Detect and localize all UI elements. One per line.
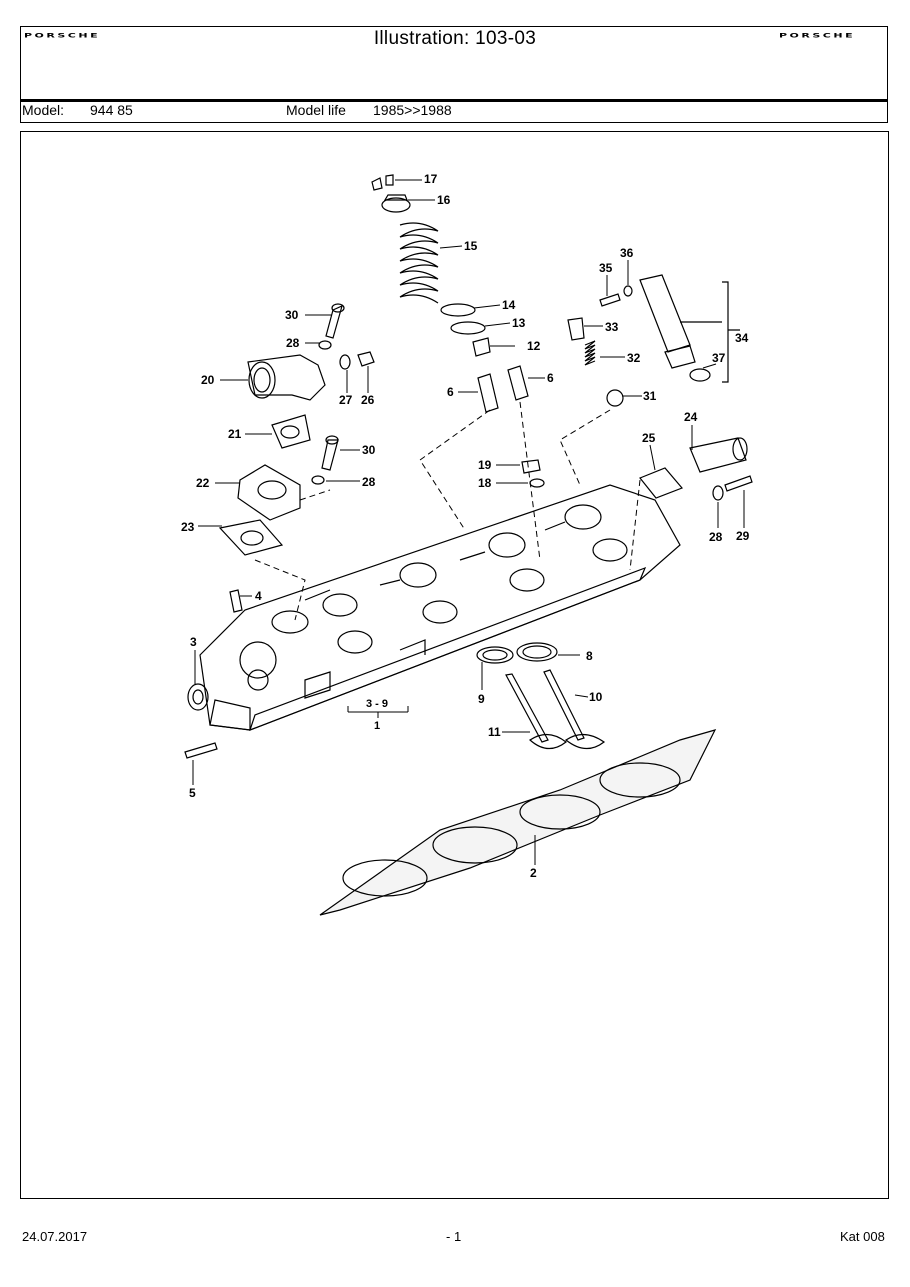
callout-28-mid: 28 — [362, 475, 376, 489]
model-value: 944 85 — [90, 102, 133, 118]
callout-27: 27 — [339, 393, 353, 407]
callout-32: 32 — [627, 351, 641, 365]
callout-10: 10 — [589, 690, 603, 704]
callout-13: 13 — [512, 316, 526, 330]
callout-28-top: 28 — [286, 336, 300, 350]
nut-19 — [521, 459, 541, 474]
callout-36: 36 — [620, 246, 634, 260]
model-label: Model: — [22, 102, 65, 118]
callout-11: 11 — [488, 725, 501, 739]
footer-date: 24.07.2017 — [22, 1229, 88, 1244]
gasket-23 — [218, 519, 284, 556]
callout-20: 20 — [201, 373, 215, 387]
callout-19: 19 — [478, 458, 492, 472]
bolt-29 — [724, 475, 753, 492]
callout-9: 9 — [478, 692, 485, 706]
callout-2: 2 — [530, 866, 537, 880]
callout-33: 33 — [605, 320, 619, 334]
callout-5: 5 — [189, 786, 196, 800]
bracket-25 — [639, 467, 684, 499]
callout-3: 3 — [190, 635, 197, 649]
pin-4 — [229, 589, 243, 613]
callout-21: 21 — [228, 427, 242, 441]
callout-6-left: 6 — [447, 385, 454, 399]
callout-22: 22 — [196, 476, 210, 490]
spring-cap-16 — [381, 197, 411, 213]
washer-36 — [623, 285, 633, 297]
page-title: Illustration: 103-03 — [373, 28, 537, 49]
callout-34: 34 — [735, 331, 749, 345]
washer-18 — [529, 478, 545, 488]
callout-17: 17 — [424, 172, 438, 186]
callout-24: 24 — [684, 410, 698, 424]
flange-22 — [237, 464, 301, 521]
seal-37 — [689, 368, 711, 382]
washer-28-right — [712, 485, 724, 501]
gasket-21 — [271, 414, 311, 449]
callout-6-right: 6 — [547, 371, 554, 385]
head-gasket-2 — [319, 729, 717, 916]
tensioner-34 — [639, 274, 691, 353]
callout-37: 37 — [712, 351, 726, 365]
header-rule — [20, 99, 888, 102]
footer-page-number: - 1 — [446, 1229, 462, 1244]
callout-15: 15 — [464, 239, 478, 253]
bolt-35 — [599, 293, 621, 307]
callout-29: 29 — [736, 529, 750, 543]
ball-31 — [606, 389, 624, 407]
keepers-17 — [371, 174, 394, 191]
callout-23: 23 — [181, 520, 195, 534]
stud-5 — [184, 742, 218, 759]
valve-seat-8 — [516, 642, 558, 662]
footer-catalog: Kat 008 — [840, 1229, 885, 1244]
pulley-24 — [689, 437, 747, 473]
bolt-33 — [567, 317, 585, 341]
seat-14 — [440, 303, 476, 317]
model-life-label: Model life — [286, 102, 346, 118]
seal-27 — [339, 354, 351, 370]
callout-14: 14 — [502, 298, 516, 312]
callout-30-top: 30 — [285, 308, 299, 322]
valve-11 — [505, 673, 549, 743]
callout-31: 31 — [643, 389, 657, 403]
model-row — [20, 101, 888, 123]
model-life-value: 1985>>1988 — [373, 102, 452, 118]
valve-10 — [543, 669, 585, 741]
seal-13 — [450, 321, 486, 335]
springs-15 — [399, 222, 439, 304]
callout-3-9: 3 - 9 — [366, 698, 388, 710]
callout-8: 8 — [586, 649, 593, 663]
brand-logo-left: PORSCHE — [24, 32, 101, 40]
valve-guide-6a — [477, 373, 499, 413]
bolt-30 — [325, 304, 343, 339]
brand-logo-right: PORSCHE — [779, 32, 856, 40]
cylinder-head-body — [199, 484, 681, 731]
seal-3 — [187, 683, 209, 711]
spring-32 — [584, 340, 596, 366]
callout-25: 25 — [642, 431, 656, 445]
valve-seat-9 — [476, 646, 514, 664]
diagram-frame — [20, 131, 889, 1199]
callout-1: 1 — [374, 720, 380, 732]
callout-16: 16 — [437, 193, 451, 207]
callout-35: 35 — [599, 261, 613, 275]
callout-12: 12 — [527, 339, 541, 353]
plug-26 — [357, 351, 375, 367]
callout-18: 18 — [478, 476, 492, 490]
callout-4: 4 — [255, 589, 262, 603]
washer-28 — [318, 340, 332, 350]
callout-28-right: 28 — [709, 530, 723, 544]
valve-guide-6b — [507, 365, 529, 401]
callout-30-mid: 30 — [362, 443, 376, 457]
guide-12 — [472, 337, 491, 357]
callout-26: 26 — [361, 393, 375, 407]
